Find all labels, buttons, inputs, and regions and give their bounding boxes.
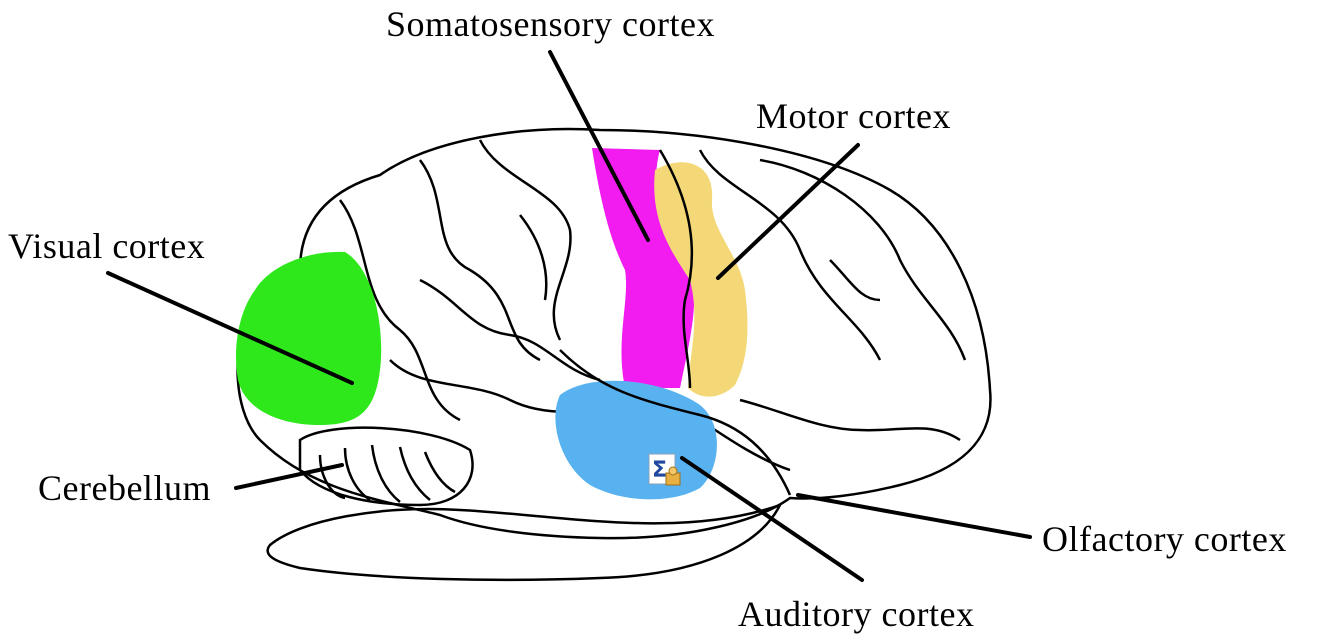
olfactory-cortex-label: Olfactory cortex xyxy=(1042,521,1287,557)
visual-cortex-label: Visual cortex xyxy=(8,228,205,264)
sigma-icon: Σ xyxy=(648,453,682,487)
somatosensory-cortex-label: Somatosensory cortex xyxy=(386,6,715,42)
svg-text:Σ: Σ xyxy=(652,458,667,483)
cerebellum-folds xyxy=(300,428,473,505)
motor-cortex-label: Motor cortex xyxy=(756,98,951,134)
brainstem-outline xyxy=(268,505,780,580)
olfactory-leader xyxy=(798,495,1030,537)
auditory-leader xyxy=(682,458,862,580)
auditory-cortex-region xyxy=(555,381,717,500)
auditory-cortex-label: Auditory cortex xyxy=(738,596,974,632)
motor-leader xyxy=(718,145,858,278)
somatosensory-leader xyxy=(550,52,648,240)
cerebellum-label: Cerebellum xyxy=(38,470,211,506)
cerebellum-leader xyxy=(236,465,342,488)
